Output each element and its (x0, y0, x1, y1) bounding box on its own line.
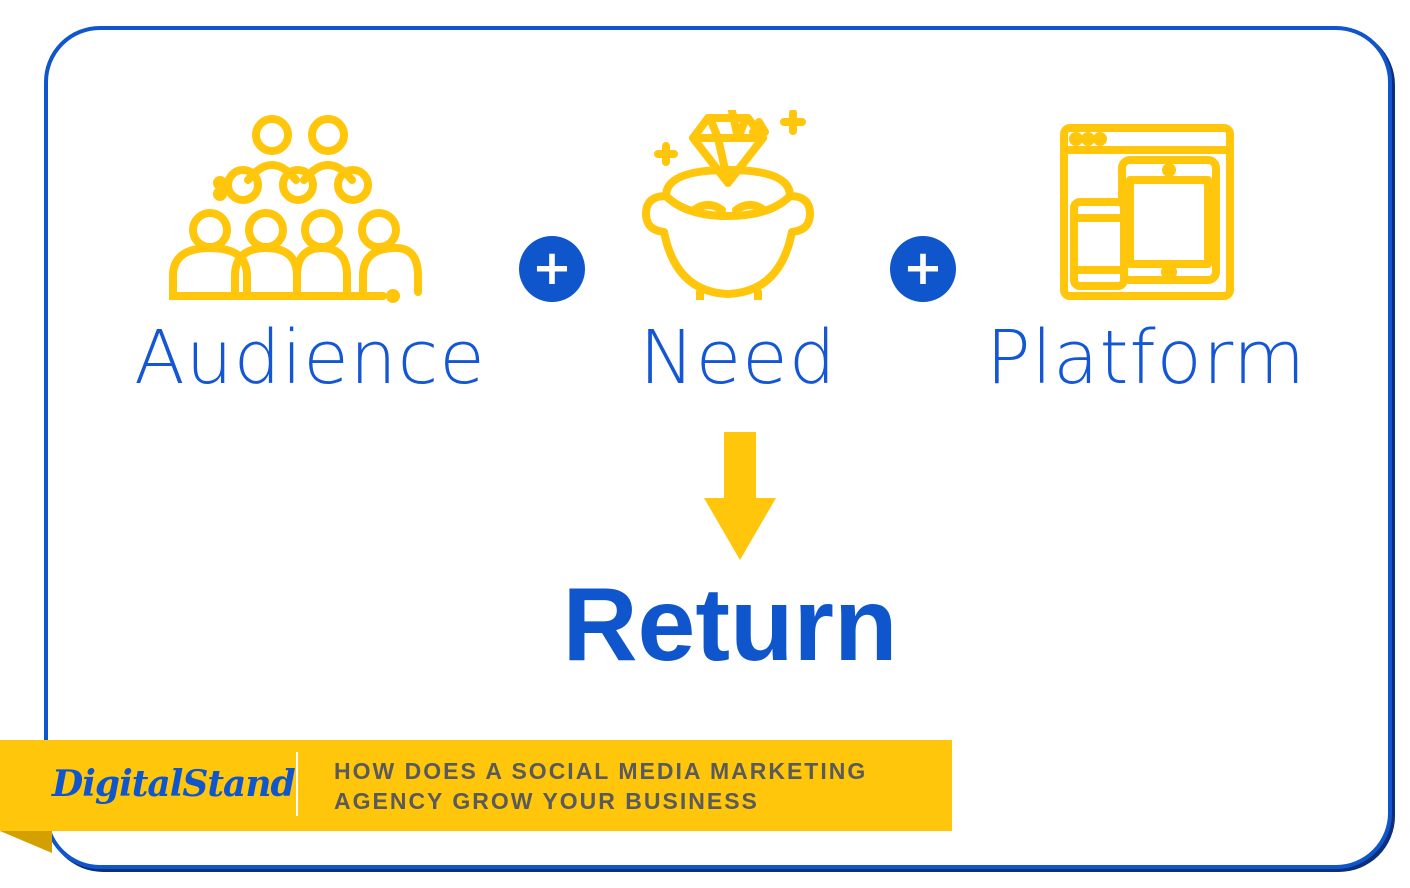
plus-icon: + (519, 236, 585, 302)
banner-title: HOW DOES A SOCIAL MEDIA MARKETING AGENCY… (334, 756, 867, 816)
diamond-head-icon (642, 110, 814, 300)
banner-title-line2: AGENCY GROW YOUR BUSINESS (334, 788, 759, 814)
banner-divider (296, 752, 298, 816)
result-label: Return (562, 567, 898, 683)
devices-icon (1060, 124, 1234, 300)
platform-label: Platform (985, 315, 1307, 401)
need-label: Need (639, 315, 837, 401)
audience-label: Audience (134, 315, 486, 401)
audience-icon (169, 115, 422, 303)
banner-title-line1: HOW DOES A SOCIAL MEDIA MARKETING (334, 758, 868, 784)
digitalstand-logo: DigitalStand (52, 763, 296, 805)
down-arrow-icon (704, 432, 776, 560)
banner-fold (0, 831, 52, 853)
plus-icon: + (890, 236, 956, 302)
footer-banner: DigitalStand HOW DOES A SOCIAL MEDIA MAR… (0, 740, 952, 831)
